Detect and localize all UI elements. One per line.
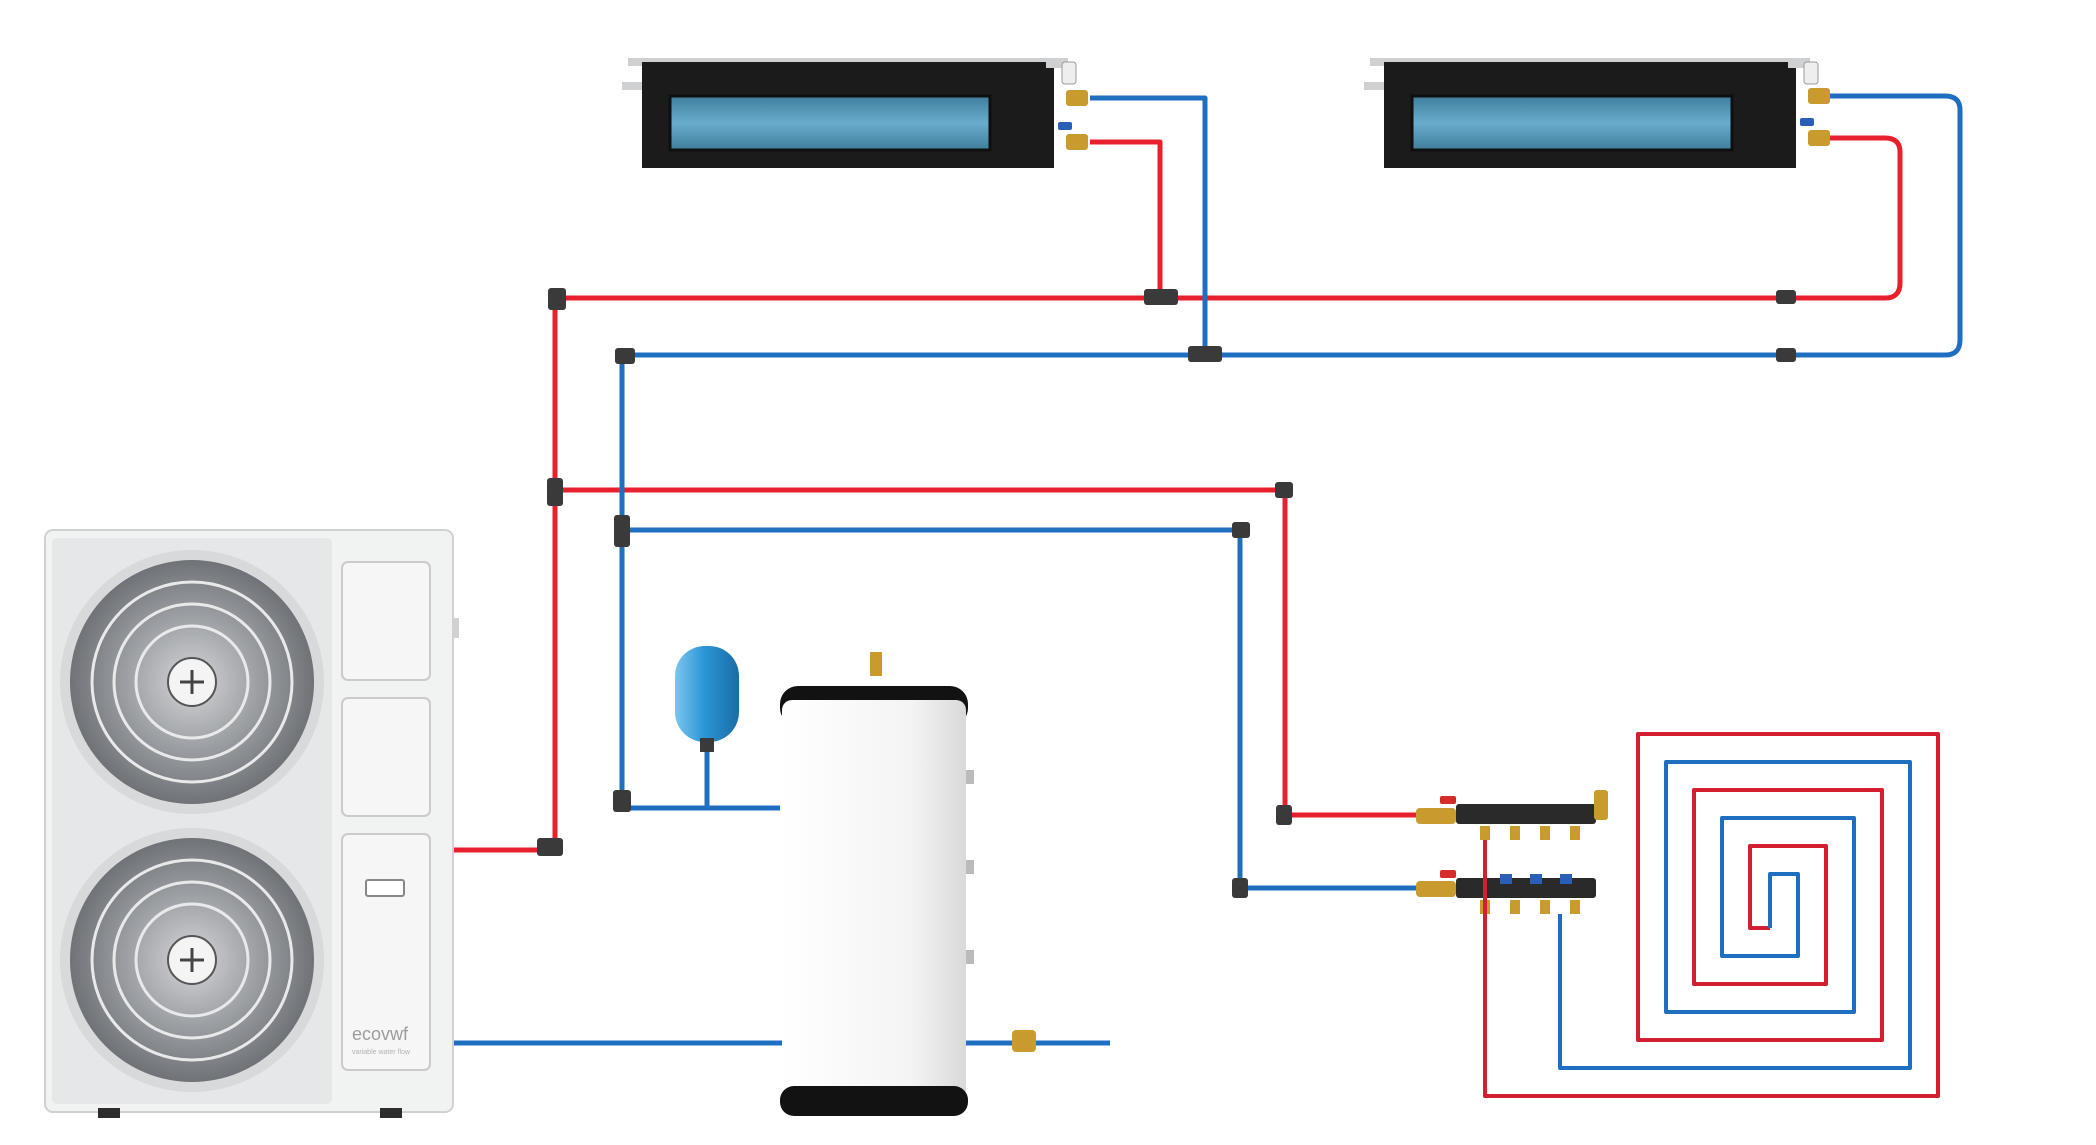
- heat-pump-unit: ecovwf variable water flow: [44, 529, 459, 1118]
- underfloor-heating-loop: [1483, 732, 1940, 1098]
- manifold-port: [1570, 900, 1580, 914]
- elbow-fitting: [1232, 878, 1248, 898]
- hot-supply-pipes: [453, 135, 1903, 853]
- cold-return-pipes: [453, 93, 1963, 1046]
- cold-pipe-fcu1-rise: [1090, 95, 1208, 355]
- flow-meter: [1500, 874, 1512, 884]
- tank-port: [966, 860, 974, 874]
- elbow-fitting: [613, 790, 631, 812]
- manifold-port: [1510, 826, 1520, 840]
- hot-pipe-heat-pump-riser: [453, 298, 558, 853]
- side-panel: [341, 833, 431, 1071]
- tank-body: [782, 700, 966, 1100]
- cold-pipe-floor-branch: [622, 527, 1420, 891]
- hot-pipe-fcu1-drop: [1090, 139, 1163, 298]
- tank-port: [966, 950, 974, 964]
- manifold-port: [1540, 900, 1550, 914]
- brass-valve: [1808, 130, 1830, 146]
- tank-top-fitting: [870, 652, 882, 676]
- fan-coil-grille: [668, 94, 992, 152]
- fan-coil-grille: [1410, 94, 1734, 152]
- flow-meter: [1530, 874, 1542, 884]
- elbow-fitting: [1275, 482, 1293, 498]
- elbow-fitting: [1276, 805, 1292, 825]
- manifold-port: [1480, 826, 1490, 840]
- manifold-port: [1570, 826, 1580, 840]
- flow-meter: [1560, 874, 1572, 884]
- brass-valve: [1066, 90, 1088, 106]
- tee-fitting: [1144, 289, 1178, 305]
- cold-pipe-fcu2-loop: [1790, 93, 1963, 358]
- brand-tagline: variable water flow: [352, 1049, 411, 1056]
- fan-grille-icon: [60, 828, 324, 1092]
- valve-handle-icon: [1058, 122, 1072, 130]
- valve-handle-icon: [1440, 796, 1456, 804]
- manifold-ball-valve: [1416, 808, 1456, 824]
- air-vent-valve: [1061, 61, 1077, 85]
- fan-coil-unit-1: [622, 58, 1088, 168]
- unit-foot: [380, 1108, 402, 1118]
- coupling-fitting: [1776, 290, 1796, 304]
- mounting-tab: [1364, 82, 1384, 90]
- expansion-vessel: [675, 646, 739, 752]
- side-panel: [341, 561, 431, 681]
- fan-grille-icon: [60, 550, 324, 814]
- buffer-tank: [780, 652, 1110, 1116]
- elbow-fitting: [537, 838, 563, 856]
- mounting-tab: [622, 82, 642, 90]
- elbow-fitting: [548, 288, 566, 310]
- side-panel: [341, 697, 431, 817]
- manifold-port: [1510, 900, 1520, 914]
- underfloor-manifold: [1416, 790, 1608, 914]
- tank-cap-bottom: [780, 1086, 968, 1116]
- side-handle: [453, 618, 459, 638]
- underfloor-supply-coil: [1483, 732, 1940, 1098]
- manifold-ball-valve: [1416, 881, 1456, 897]
- brass-valve: [1808, 88, 1830, 104]
- hot-pipe-floor-branch: [555, 487, 1420, 818]
- elbow-fitting: [615, 348, 635, 364]
- pipe-fittings: [537, 288, 1796, 898]
- brass-valve: [1066, 134, 1088, 150]
- mounting-tab: [1788, 60, 1806, 68]
- manifold-return-bar: [1456, 878, 1596, 898]
- manifold-port: [1540, 826, 1550, 840]
- mounting-tab: [1046, 60, 1064, 68]
- air-vent-valve: [1803, 61, 1819, 85]
- manifold-supply-bar: [1456, 804, 1596, 824]
- tee-fitting: [547, 478, 563, 506]
- valve-handle-icon: [1800, 118, 1814, 126]
- tank-port: [966, 770, 974, 784]
- brand-logo: ecovwf: [352, 1024, 409, 1044]
- tee-fitting: [1188, 346, 1222, 362]
- tee-fitting: [614, 515, 630, 547]
- underfloor-return-coil: [1558, 760, 1912, 1070]
- elbow-fitting: [1232, 522, 1250, 538]
- hot-pipe-fcu2-loop: [1790, 135, 1903, 301]
- manifold-end-vent: [1594, 790, 1608, 820]
- brass-valve: [1012, 1030, 1036, 1052]
- display-window: [365, 879, 405, 897]
- unit-foot: [98, 1108, 120, 1118]
- valve-handle-icon: [1440, 870, 1456, 878]
- fan-coil-unit-2: [1364, 58, 1830, 168]
- coupling-fitting: [1776, 348, 1796, 362]
